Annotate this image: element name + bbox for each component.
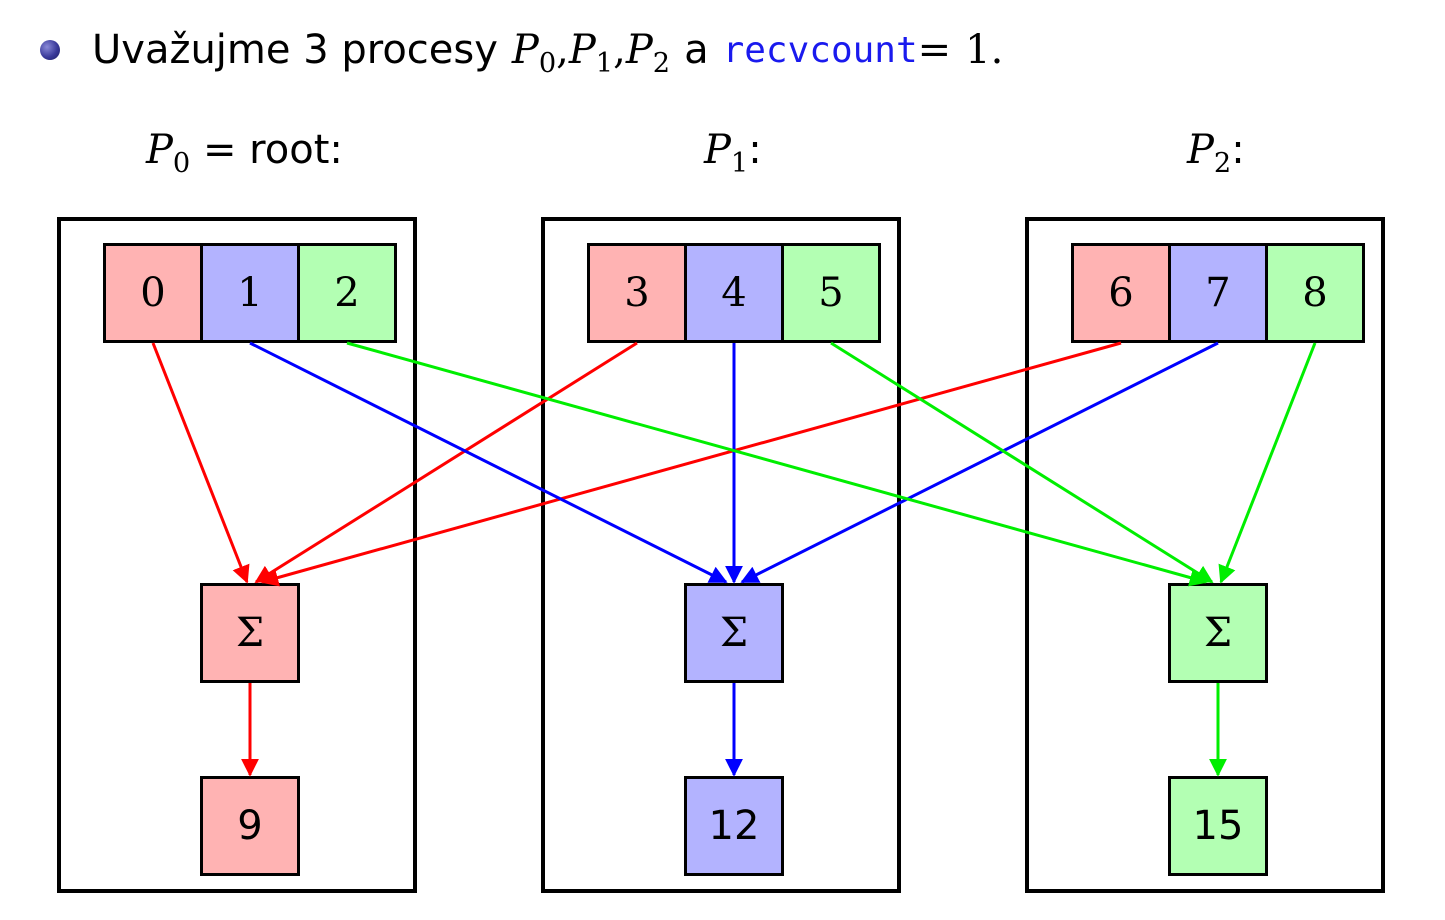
send-cell-p0-2: 2 — [297, 243, 397, 343]
header-comma: , — [613, 27, 626, 73]
reduce-node-p2: Σ — [1168, 583, 1268, 683]
header-bullet-line: Uvažujme 3 procesy P0 , P1 , P2 a recvco… — [40, 22, 1004, 79]
header-text: Uvažujme 3 procesy — [92, 27, 498, 73]
send-cell-p0-0: 0 — [103, 243, 203, 343]
result-node-p0: 9 — [200, 776, 300, 876]
send-cell-p1-0: 3 — [587, 243, 687, 343]
send-cell-p2-1: 7 — [1168, 243, 1268, 343]
result-node-p1: 12 — [684, 776, 784, 876]
process-label-p0: P0 = root: — [146, 127, 343, 179]
header-code-var: recvcount — [722, 29, 918, 71]
process-label-p2: P2 : — [1187, 127, 1245, 179]
header-comma: , — [556, 27, 569, 73]
bullet-icon — [40, 40, 60, 60]
header-p2: P2 — [625, 27, 671, 79]
process-label-p1: P1 : — [704, 127, 762, 179]
reduce-node-p0: Σ — [200, 583, 300, 683]
header-period: . — [990, 27, 1004, 73]
send-cell-p1-1: 4 — [684, 243, 784, 343]
reduce-node-p1: Σ — [684, 583, 784, 683]
header-value: 1 — [965, 27, 991, 73]
send-cell-p2-2: 8 — [1265, 243, 1365, 343]
send-cell-p1-2: 5 — [781, 243, 881, 343]
header-conjunction: a — [684, 27, 709, 73]
send-cell-p2-0: 6 — [1071, 243, 1171, 343]
header-equals: = — [917, 27, 952, 73]
send-cell-p0-1: 1 — [200, 243, 300, 343]
header-p1: P1 — [568, 27, 614, 79]
result-node-p2: 15 — [1168, 776, 1268, 876]
header-p0: P0 — [511, 27, 557, 79]
